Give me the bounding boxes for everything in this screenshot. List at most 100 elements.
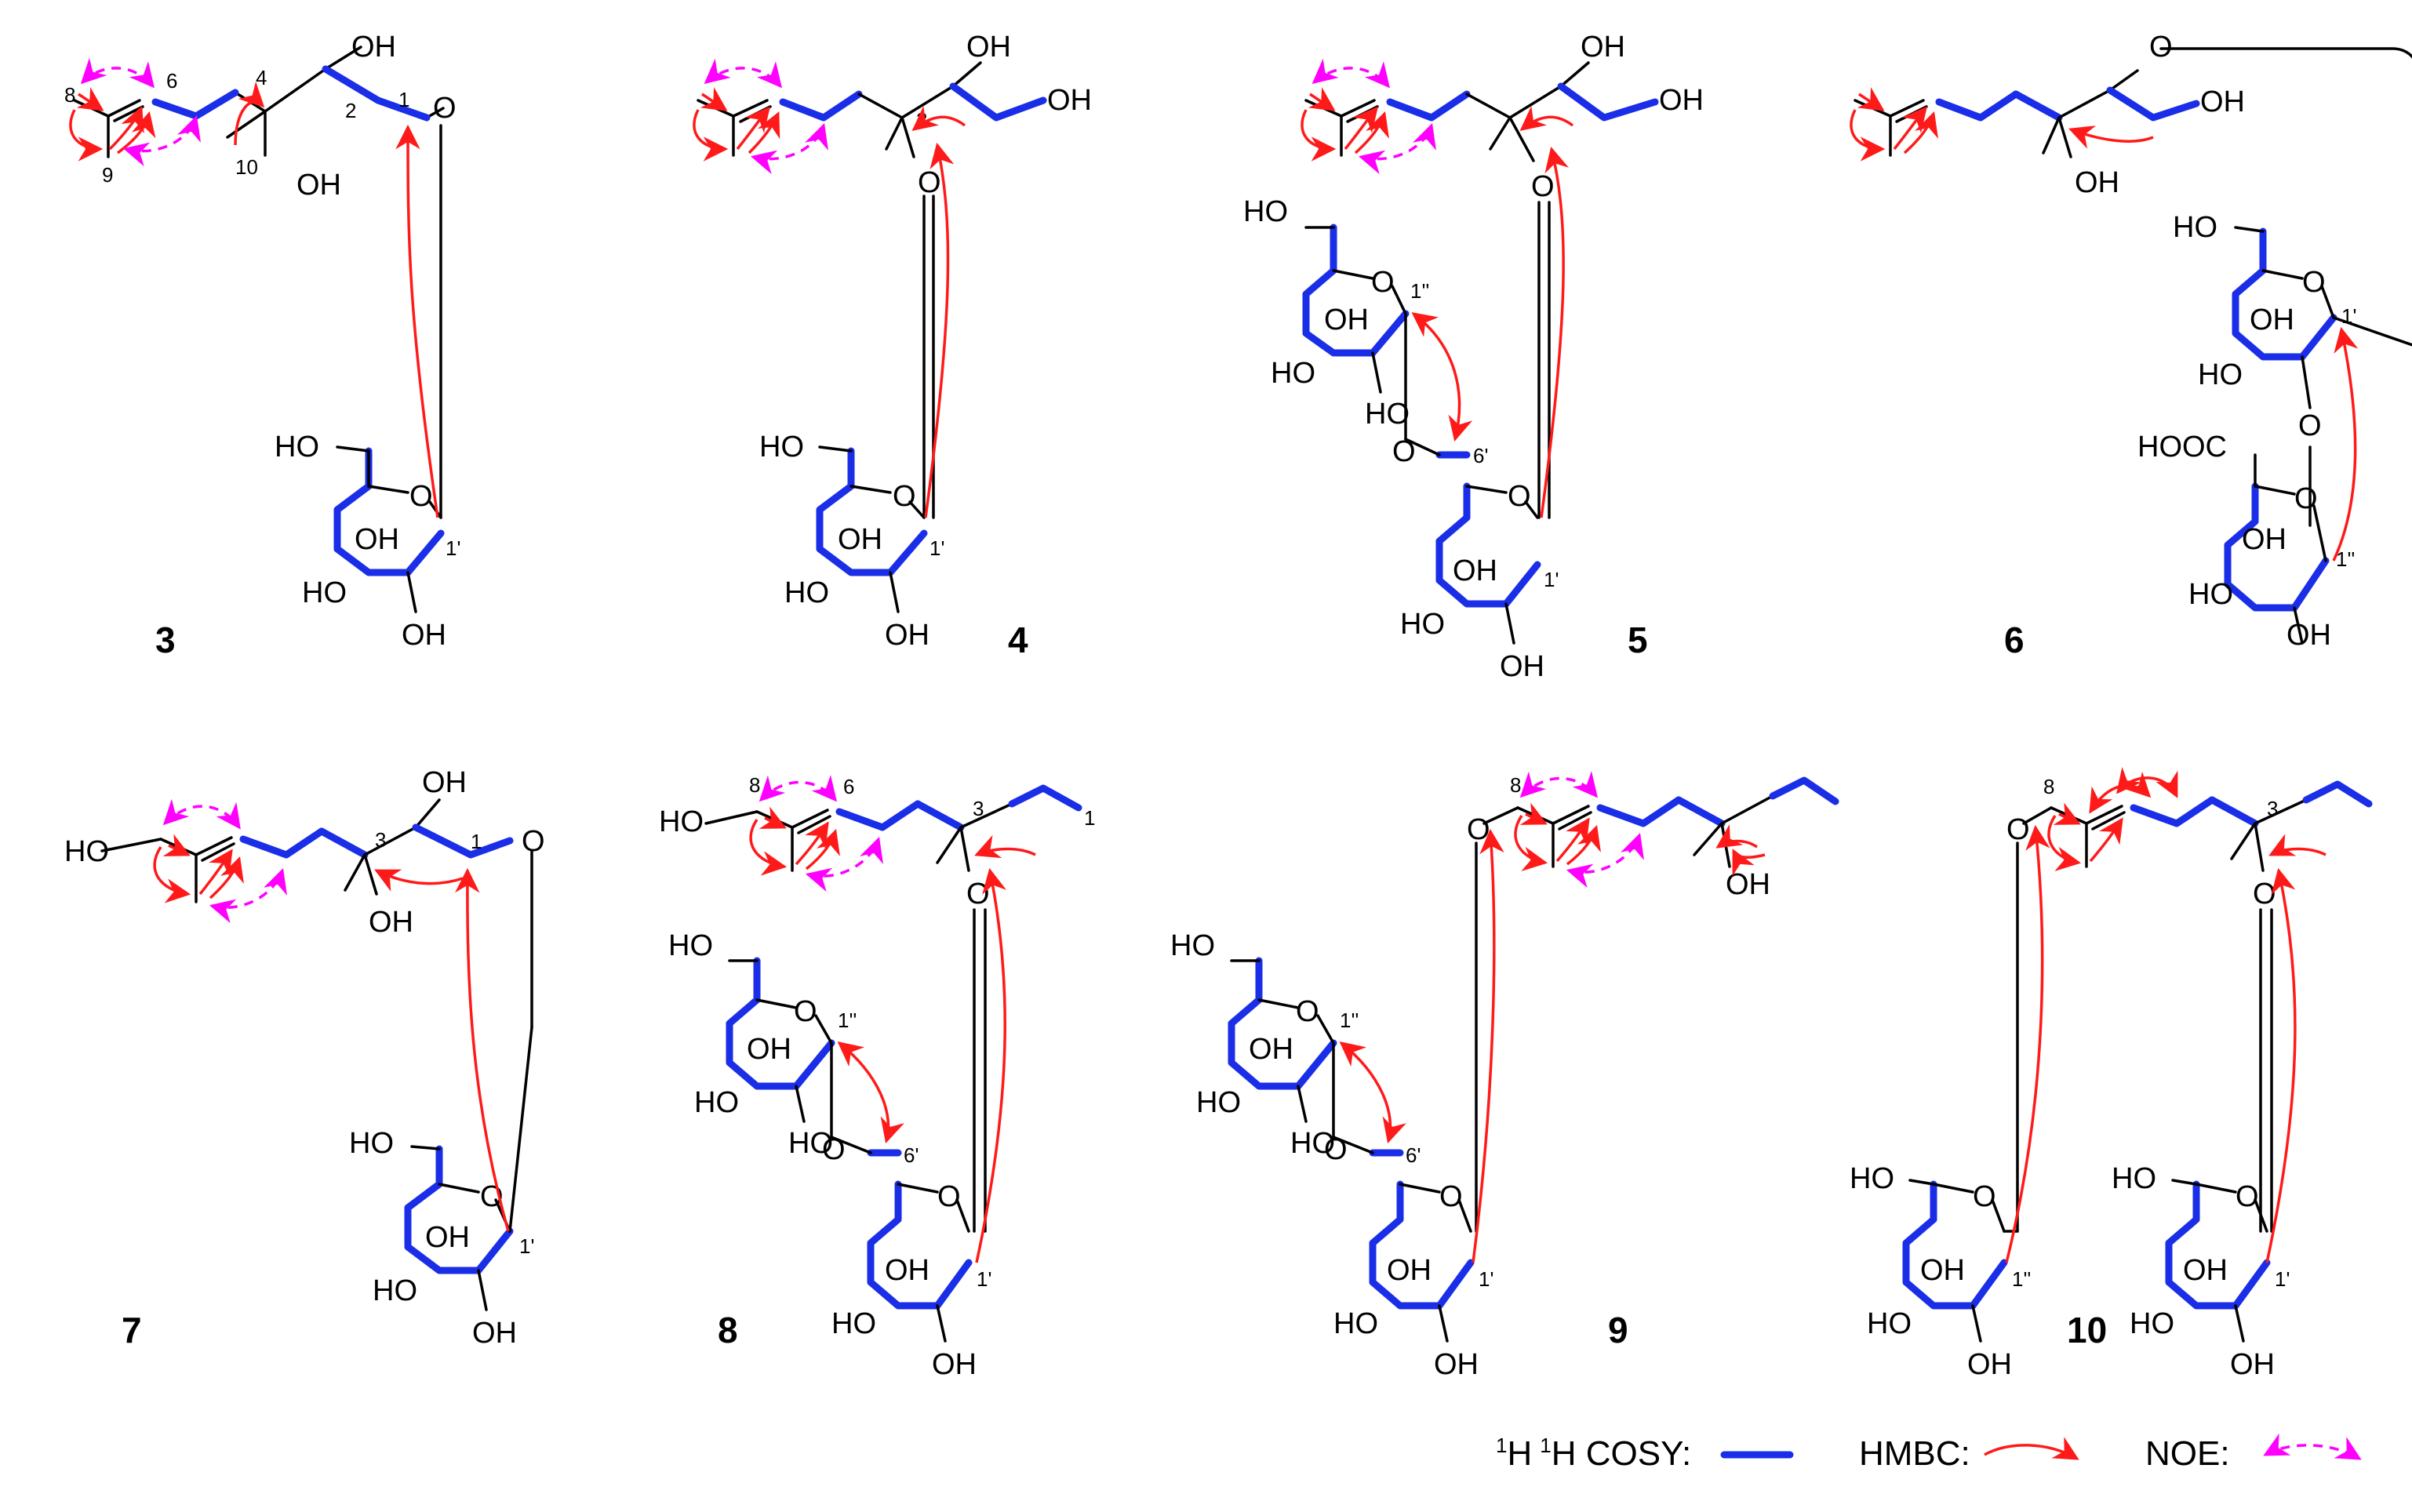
oh-label: OH — [2200, 85, 2245, 118]
compound-3-noe — [80, 57, 201, 167]
oh-label: OH — [885, 619, 930, 652]
ho-label: HO — [1333, 1307, 1378, 1340]
locant-label: 1 — [398, 88, 409, 111]
locant-label: 9 — [102, 163, 113, 187]
locant-label: 1' — [930, 536, 944, 560]
ring-oxygen-label: O — [409, 480, 433, 513]
ho-label: HO — [2112, 1162, 2156, 1195]
link-oxygen-label: O — [522, 825, 545, 858]
locant-label: 6' — [904, 1143, 919, 1167]
ho-label: HO — [302, 576, 347, 609]
ether-oxygen-label: O — [2253, 878, 2276, 910]
locant-label: 1'' — [838, 1009, 857, 1032]
oh-label: OH — [966, 31, 1011, 64]
oh-label: OH — [2075, 166, 2119, 199]
ring-oxygen-label: O — [1973, 1180, 1996, 1213]
ho-label: HO — [2198, 358, 2243, 391]
ring-oxygen-label: O — [794, 995, 817, 1028]
locant-label: 6' — [1406, 1143, 1421, 1167]
ho-label: HO — [1365, 398, 1410, 431]
locant-label: 8 — [2043, 775, 2054, 798]
oh-label: OH — [296, 169, 341, 202]
ring-oxygen-label: O — [1296, 995, 1319, 1028]
oh-label: OH — [355, 523, 399, 556]
locant-label: 1' — [2275, 1267, 2290, 1291]
oh-label: OH — [932, 1348, 977, 1381]
oh-label: OH — [1967, 1348, 2012, 1381]
oh-label: OH — [1659, 84, 1704, 117]
locant-label: 1' — [2341, 304, 2356, 328]
oh-label: OH — [2250, 303, 2294, 336]
compound-number: 5 — [1628, 620, 1648, 660]
locant-label: 6 — [166, 69, 177, 93]
compound-number: 6 — [2004, 620, 2025, 660]
ho-label: HO — [694, 1086, 739, 1119]
compound-4: OH OH O O HO OH HO OH 3 1' 4 — [693, 31, 1092, 660]
hooc-label: HOOC — [2137, 431, 2227, 463]
oh-label: OH — [351, 31, 396, 64]
locant-label: 3 — [2267, 797, 2278, 820]
ho-label: HO — [831, 1307, 876, 1340]
ho-label: HO — [1400, 608, 1445, 641]
ether-oxygen-label: O — [1531, 170, 1555, 203]
ring-oxygen-label: O — [1508, 480, 1531, 513]
legend-noe-swatch — [2263, 1433, 2362, 1460]
ho-label: HO — [349, 1127, 394, 1160]
oh-label: OH — [1581, 31, 1625, 64]
ring-oxygen-label: O — [2236, 1180, 2259, 1213]
oh-label: OH — [425, 1221, 470, 1254]
locant-label: 4 — [256, 66, 267, 89]
compound-8: HO O O O O HO OH HO HO OH HO OH 8 6 3 1 … — [659, 773, 1095, 1381]
ho-label: HO — [1290, 1127, 1335, 1160]
ho-label: HO — [784, 576, 829, 609]
oh-label: OH — [747, 1033, 791, 1066]
locant-label: 1 — [471, 830, 482, 853]
locant-label: 10 — [235, 155, 258, 179]
ring-oxygen-label: O — [893, 480, 916, 513]
ho-label: HO — [2188, 578, 2233, 611]
ho-label: HO — [2173, 211, 2217, 244]
ether-oxygen-label: O — [966, 878, 990, 910]
compound-7: OH OH HO O O HO OH HO OH 3 1 1' 7 — [64, 766, 545, 1350]
legend-noe-label: NOE: — [2145, 1434, 2230, 1473]
compound-3-cosy-bonds — [151, 65, 445, 576]
oh-label: OH — [1453, 554, 1497, 587]
oh-label: OH — [2230, 1348, 2275, 1381]
compound-3-sugar-ring — [336, 445, 442, 613]
oh-label: OH — [369, 906, 413, 939]
locant-label: 1' — [1544, 568, 1559, 591]
locant-label: 1'' — [1340, 1009, 1359, 1032]
oh-label: OH — [1726, 868, 1770, 901]
ring-oxygen-label: O — [433, 92, 457, 125]
compound-6: O OH OH O O O HO OH HO HOOC OH HO OH 1' … — [1850, 31, 2412, 660]
ho-label: HO — [64, 835, 109, 868]
legend-hmbc-swatch — [1984, 1437, 2079, 1460]
locant-label: 1'' — [1410, 279, 1429, 303]
locant-label: 1' — [519, 1234, 534, 1258]
locant-label: 3 — [973, 797, 984, 820]
ho-label: HO — [1850, 1162, 1894, 1195]
compound-10: O O O O HO OH HO OH HO OH HO OH 8 3 1'' … — [1850, 767, 2373, 1381]
oh-label: OH — [1324, 303, 1369, 336]
locant-label: 6 — [843, 775, 854, 798]
ether-oxygen-label: O — [2006, 813, 2030, 846]
legend-cosy-h: H — [1507, 1434, 1532, 1473]
compound-number: 10 — [2067, 1310, 2107, 1350]
oh-label: OH — [885, 1254, 930, 1287]
oh-label: OH — [1387, 1254, 1432, 1287]
ring-oxygen-label: O — [2149, 31, 2173, 64]
compound-3: OH OH O O HO OH HO OH 8 6 4 2 1 10 9 1' … — [64, 31, 460, 660]
ring-oxygen-label: O — [937, 1180, 961, 1213]
legend-cosy-text: H COSY: — [1552, 1434, 1692, 1473]
ho-label: HO — [1243, 195, 1288, 228]
locant-label: 8 — [1510, 773, 1521, 797]
ho-label: HO — [668, 929, 713, 962]
legend-cosy-sup: 1 — [1496, 1434, 1507, 1457]
compound-number: 9 — [1608, 1310, 1628, 1350]
locant-label: 3 — [375, 828, 386, 852]
ho-label: HO — [659, 805, 704, 838]
ring-oxygen-label: O — [1371, 266, 1395, 299]
ho-label: HO — [373, 1274, 417, 1307]
oh-label: OH — [402, 619, 446, 652]
